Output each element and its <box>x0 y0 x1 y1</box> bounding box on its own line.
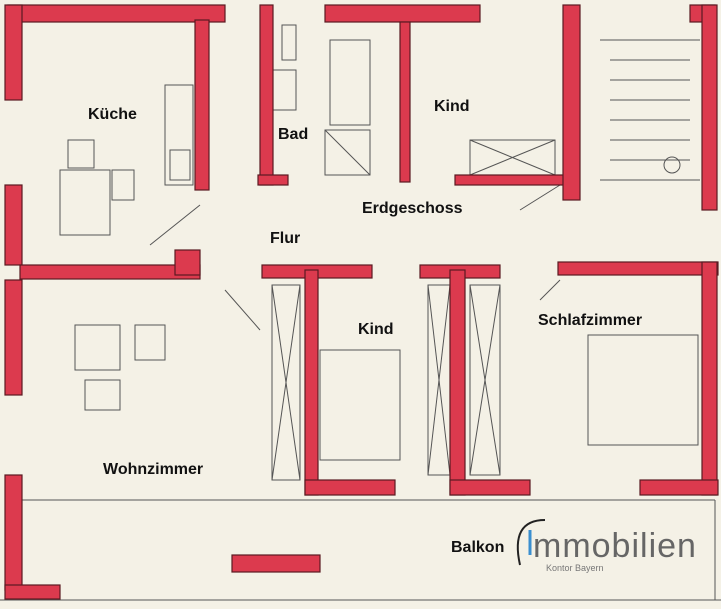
sink <box>271 69 297 111</box>
logo-text: mmobilien <box>533 527 697 565</box>
room-label-kind-1: Kind <box>434 98 470 115</box>
room-label-kind-2: Kind <box>358 321 394 338</box>
logo-subtitle: Kontor Bayern <box>546 563 604 573</box>
room-label-kueche: Küche <box>88 106 137 123</box>
stove <box>169 149 191 181</box>
double-bed <box>587 334 699 446</box>
kitchen-counter <box>164 84 194 186</box>
wardrobe <box>271 284 301 481</box>
shower <box>324 129 371 176</box>
chair <box>111 169 135 201</box>
kitchen-table <box>59 169 111 236</box>
bathtub <box>329 39 371 126</box>
chair <box>67 139 95 169</box>
toilet <box>281 24 297 61</box>
room-label-balkon: Balkon <box>451 539 505 556</box>
armchair <box>74 324 121 371</box>
interior-lines <box>0 24 721 601</box>
bed <box>319 349 401 461</box>
table <box>134 324 166 361</box>
chair <box>84 379 121 411</box>
logo-arc <box>516 519 546 566</box>
floor-title: Erdgeschoss <box>362 200 463 217</box>
room-label-wohnzimmer: Wohnzimmer <box>103 461 204 478</box>
room-label-flur: Flur <box>270 230 301 247</box>
room-label-schlafzimmer: Schlafzimmer <box>538 312 643 329</box>
walls <box>4 4 719 600</box>
room-label-bad: Bad <box>278 126 309 143</box>
wardrobe <box>469 284 501 476</box>
stair-post <box>663 156 681 174</box>
